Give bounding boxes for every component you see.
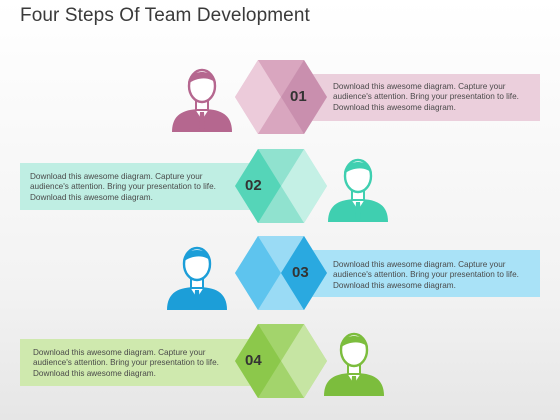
step-01-text: Download this awesome diagram. Capture y… xyxy=(333,82,519,112)
step-04-number: 04 xyxy=(245,352,262,369)
step-04-text: Download this awesome diagram. Capture y… xyxy=(33,348,219,378)
person-icon xyxy=(172,68,232,132)
step-02-text: Download this awesome diagram. Capture y… xyxy=(30,172,216,202)
step-02-band xyxy=(20,163,250,210)
step-03-text: Download this awesome diagram. Capture y… xyxy=(333,260,519,290)
step-04-band xyxy=(20,339,250,386)
step-01-band xyxy=(305,74,540,121)
person-icon xyxy=(324,332,384,396)
step-03-number: 03 xyxy=(292,264,309,281)
step-02-number: 02 xyxy=(245,177,262,194)
step-03-band xyxy=(305,250,540,297)
person-icon xyxy=(328,158,388,222)
page-title: Four Steps Of Team Development xyxy=(20,5,310,26)
person-icon xyxy=(167,246,227,310)
step-01-number: 01 xyxy=(290,88,307,105)
